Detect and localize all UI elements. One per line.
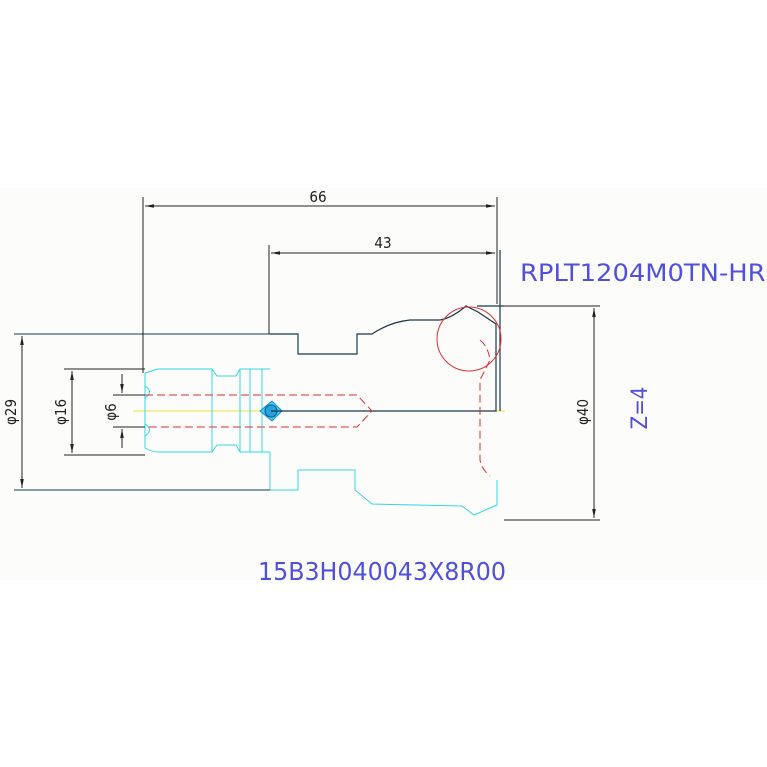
dim-bore-diameter: φ6 xyxy=(102,403,120,420)
insert-code-label: RPLT1204M0TN-HR1 xyxy=(520,259,767,287)
dim-head-length: 43 xyxy=(374,234,391,252)
dim-shank-diameter: φ29 xyxy=(2,399,20,425)
teeth-count-label: Z=4 xyxy=(628,387,653,430)
dim-cutter-diameter: φ40 xyxy=(574,399,592,425)
dim-overall-length: 66 xyxy=(309,188,326,206)
head-outline xyxy=(270,250,504,412)
insert-detail-circle xyxy=(436,306,502,372)
hidden-bore xyxy=(133,339,491,477)
dim-neck-diameter: φ16 xyxy=(52,399,70,425)
part-code-label: 15B3H040043X8R00 xyxy=(258,557,506,586)
dimension-lines xyxy=(20,197,600,521)
shank-outline xyxy=(144,368,498,516)
stock-outline xyxy=(14,333,270,491)
